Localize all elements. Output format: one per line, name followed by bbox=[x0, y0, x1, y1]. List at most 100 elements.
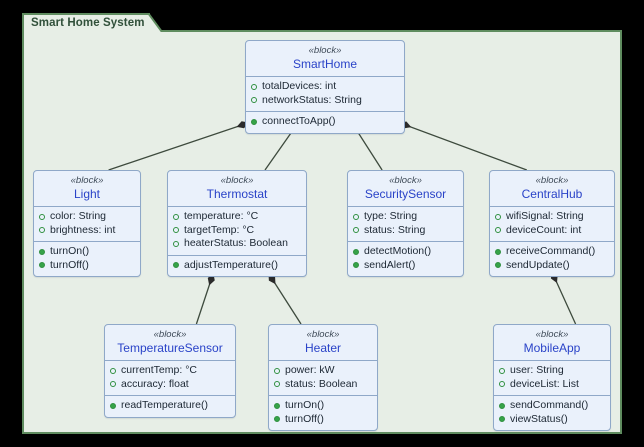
operations-compartment: turnOn()turnOff() bbox=[269, 395, 377, 430]
block-stereotype: «block» bbox=[308, 45, 342, 56]
attribute-row: user: String bbox=[499, 364, 605, 378]
operation-label: turnOff() bbox=[285, 412, 324, 425]
attribute-marker-icon bbox=[110, 367, 116, 374]
attribute-row: temperature: °C bbox=[173, 210, 301, 224]
attribute-marker-icon bbox=[353, 227, 359, 234]
block-name: Heater bbox=[304, 341, 342, 355]
attribute-row: brightness: int bbox=[39, 224, 135, 238]
operation-row: adjustTemperature() bbox=[173, 259, 301, 273]
composition-link bbox=[399, 122, 528, 171]
attribute-label: type: String bbox=[364, 210, 418, 222]
operation-marker-icon bbox=[353, 262, 359, 269]
operations-compartment: sendCommand() viewStatus() bbox=[494, 395, 610, 430]
attributes-compartment: currentTemp: °C accuracy: float bbox=[105, 360, 235, 395]
operation-row: detectMotion() bbox=[353, 245, 458, 259]
attribute-marker-icon bbox=[251, 83, 257, 90]
operations-compartment: turnOn()turnOff() bbox=[34, 241, 140, 276]
attribute-label: targetTemp: °C bbox=[184, 223, 255, 236]
block-name: TemperatureSensor bbox=[117, 341, 223, 355]
attribute-row: deviceList: List bbox=[499, 378, 605, 392]
block-stereotype: «block» bbox=[535, 175, 569, 186]
block-name: MobileApp bbox=[523, 341, 581, 355]
operation-marker-icon bbox=[110, 402, 116, 409]
attribute-label: status: String bbox=[364, 223, 426, 236]
attribute-marker-icon bbox=[173, 227, 179, 234]
package-title: Smart Home System bbox=[31, 17, 145, 29]
operation-row: receiveCommand() bbox=[495, 245, 609, 259]
attribute-marker-icon bbox=[39, 227, 45, 234]
operation-marker-icon bbox=[39, 248, 45, 255]
attribute-label: wifiSignal: String bbox=[506, 210, 584, 222]
block-name: CentralHub bbox=[521, 187, 583, 201]
block-stereotype: «block» bbox=[70, 175, 104, 186]
operation-marker-icon bbox=[499, 416, 505, 423]
attribute-label: deviceList: List bbox=[510, 377, 579, 390]
attribute-marker-icon bbox=[353, 213, 359, 220]
operation-label: sendCommand() bbox=[510, 399, 589, 411]
attribute-marker-icon bbox=[274, 367, 280, 374]
attribute-marker-icon bbox=[495, 213, 501, 220]
block-header: «block»Heater bbox=[269, 325, 377, 360]
operation-row: turnOff() bbox=[274, 413, 372, 427]
block-header: «block»Light bbox=[34, 171, 140, 206]
attribute-label: status: Boolean bbox=[285, 377, 358, 390]
attribute-marker-icon bbox=[495, 227, 501, 234]
operation-row: turnOff() bbox=[39, 259, 135, 273]
attribute-marker-icon bbox=[173, 213, 179, 220]
attribute-label: heaterStatus: Boolean bbox=[184, 237, 288, 249]
attribute-label: temperature: °C bbox=[184, 210, 259, 222]
block-header: «block»SecuritySensor bbox=[348, 171, 463, 206]
attribute-marker-icon bbox=[39, 213, 45, 220]
package-tab-slope bbox=[148, 13, 163, 32]
block-header: «block»CentralHub bbox=[490, 171, 614, 206]
operation-row: turnOn() bbox=[274, 399, 372, 413]
operation-marker-icon bbox=[353, 248, 359, 255]
operation-label: adjustTemperature() bbox=[184, 258, 278, 271]
block-header: «block»SmartHome bbox=[246, 41, 404, 76]
attribute-row: accuracy: float bbox=[110, 378, 230, 392]
operations-compartment: readTemperature() bbox=[105, 395, 235, 417]
attribute-row: heaterStatus: Boolean bbox=[173, 237, 301, 251]
operation-label: readTemperature() bbox=[121, 399, 208, 411]
block-header: «block»MobileApp bbox=[494, 325, 610, 360]
composition-link bbox=[108, 122, 249, 171]
block-header: «block»Thermostat bbox=[168, 171, 306, 206]
block-stereotype: «block» bbox=[153, 329, 187, 340]
attribute-label: currentTemp: °C bbox=[121, 364, 197, 376]
attribute-row: targetTemp: °C bbox=[173, 224, 301, 238]
attribute-marker-icon bbox=[274, 381, 280, 388]
operation-row: viewStatus() bbox=[499, 413, 605, 427]
operation-row: readTemperature() bbox=[110, 399, 230, 413]
block-name: SmartHome bbox=[292, 57, 357, 71]
attribute-row: power: kW bbox=[274, 364, 372, 378]
attribute-label: networkStatus: String bbox=[262, 93, 362, 106]
block-stereotype: «block» bbox=[220, 175, 254, 186]
attribute-marker-icon bbox=[499, 381, 505, 388]
operations-compartment: receiveCommand()sendUpdate() bbox=[490, 241, 614, 276]
operation-row: turnOn() bbox=[39, 245, 135, 259]
block-temperaturesensor[interactable]: «block»TemperatureSensor currentTemp: °C a… bbox=[104, 324, 236, 418]
attribute-row: currentTemp: °C bbox=[110, 364, 230, 378]
attribute-row: totalDevices: int bbox=[251, 80, 399, 94]
operation-marker-icon bbox=[173, 262, 179, 269]
attribute-row: wifiSignal: String bbox=[495, 210, 609, 224]
attribute-marker-icon bbox=[251, 97, 257, 104]
operation-row: sendCommand() bbox=[499, 399, 605, 413]
attribute-row: status: Boolean bbox=[274, 378, 372, 392]
attribute-label: brightness: int bbox=[50, 223, 116, 236]
block-header: «block»TemperatureSensor bbox=[105, 325, 235, 360]
operation-marker-icon bbox=[251, 118, 257, 125]
operation-marker-icon bbox=[495, 248, 501, 255]
operation-marker-icon bbox=[499, 402, 505, 409]
operation-label: turnOn() bbox=[285, 399, 325, 411]
